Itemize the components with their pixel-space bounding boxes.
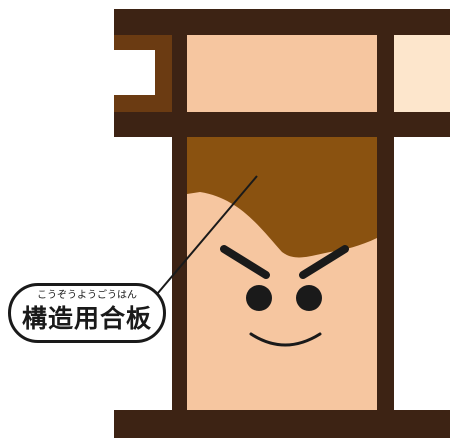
left-post	[172, 35, 187, 410]
top-beam	[114, 9, 450, 35]
left-eyebrow	[220, 245, 270, 279]
hair	[187, 137, 377, 258]
callout-label: こうぞうようごうはん 構造用合板	[8, 283, 166, 343]
upper-panel	[187, 35, 377, 112]
label-term: 構造用合板	[21, 304, 152, 333]
middle-beam	[114, 112, 450, 137]
bottom-beam	[114, 410, 450, 438]
right-panel	[394, 35, 450, 112]
left-eye	[246, 285, 272, 311]
leader-line	[151, 175, 258, 301]
right-eye	[296, 285, 322, 311]
right-eyebrow	[299, 245, 349, 279]
label-reading: こうぞうようごうはん	[37, 290, 137, 301]
right-post	[377, 35, 394, 410]
left-panel-inner	[114, 50, 155, 95]
mouth	[249, 332, 322, 347]
